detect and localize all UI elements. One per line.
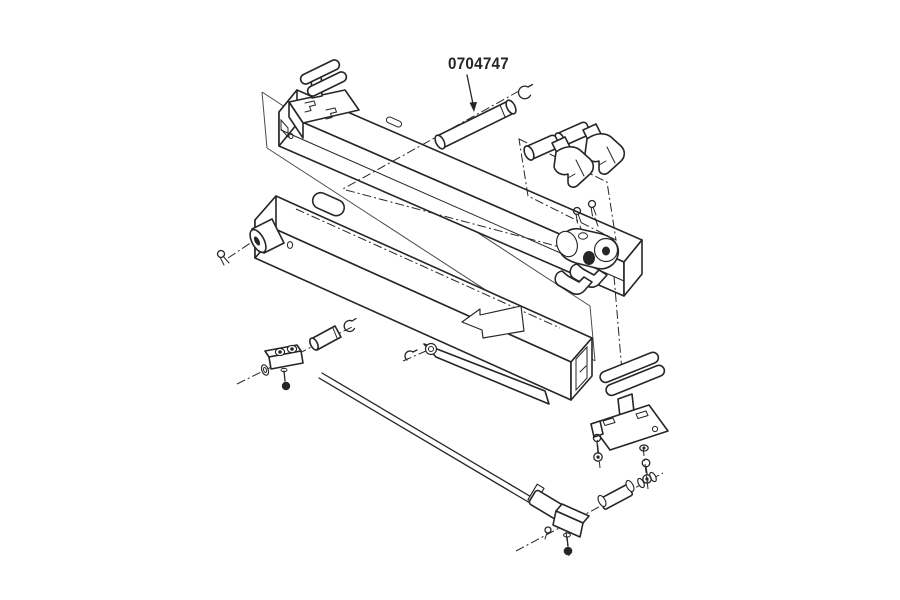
hook-straps (554, 263, 608, 295)
leader-line (466, 74, 474, 105)
coupler-block (552, 503, 590, 538)
hanger-bolt (280, 367, 291, 391)
leader-arrowhead (469, 102, 477, 112)
fork-guide-bracket-top (288, 59, 360, 139)
pin-retainer-clip (517, 83, 534, 100)
saddle-block (311, 191, 346, 217)
boss-cotter-pin (216, 249, 230, 266)
spring-pin (597, 479, 635, 510)
latch-hook-phantom-box (518, 138, 617, 241)
coupler-bolt (563, 532, 573, 556)
part-number-label: 0704747 (448, 54, 509, 73)
clevis-pin-clip (343, 317, 357, 333)
cotter-pins (572, 199, 599, 235)
latch-hook-pair (521, 120, 626, 188)
gusset-plate (423, 342, 550, 405)
arrow-marking (461, 305, 525, 339)
pivot-pin (434, 99, 517, 150)
coupler-clip (544, 526, 552, 540)
clevis-bracket (264, 344, 304, 370)
washer (260, 364, 270, 376)
boom-end-roller-head (556, 227, 620, 270)
clevis-pin (309, 325, 342, 351)
mounting-plate (590, 404, 669, 451)
part-number-callout: 0704747 (448, 54, 509, 112)
gusset-eyelet (424, 342, 438, 356)
s-hook (402, 349, 427, 362)
fork-guide-bracket-bottom (599, 351, 666, 418)
mounting-bolts (592, 433, 652, 484)
pivot-boss (227, 218, 285, 259)
alignment-axes (340, 90, 561, 248)
brace-rod (318, 372, 534, 504)
